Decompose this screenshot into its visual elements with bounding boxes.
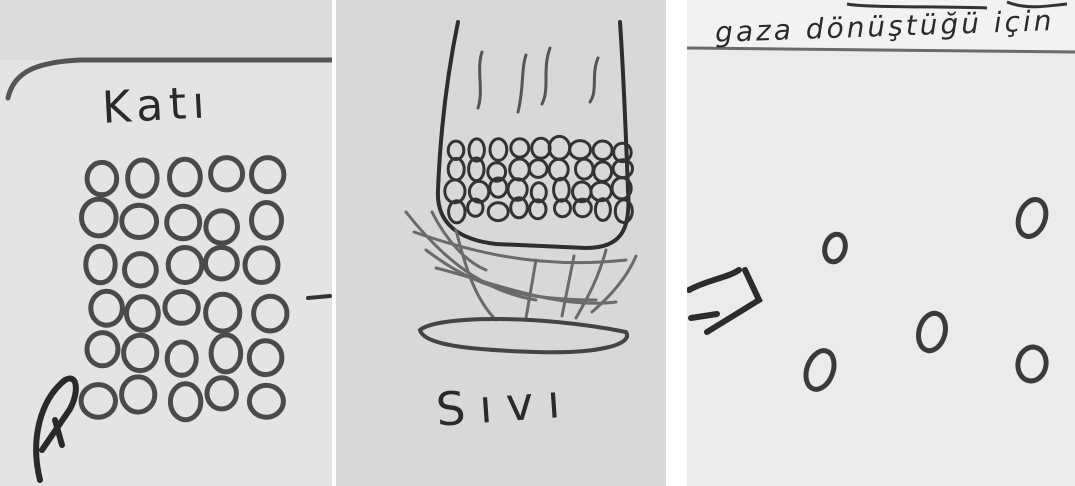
panel-liquid: Sıvı <box>336 0 666 486</box>
gas-drawing <box>687 0 1075 486</box>
solid-drawing <box>0 0 332 486</box>
panel-gas: gaza dönüştüğü için <box>687 0 1075 486</box>
label-liquid: Sıvı <box>434 373 575 436</box>
panel-solid: Katı <box>0 0 332 486</box>
label-solid: Katı <box>101 77 212 134</box>
